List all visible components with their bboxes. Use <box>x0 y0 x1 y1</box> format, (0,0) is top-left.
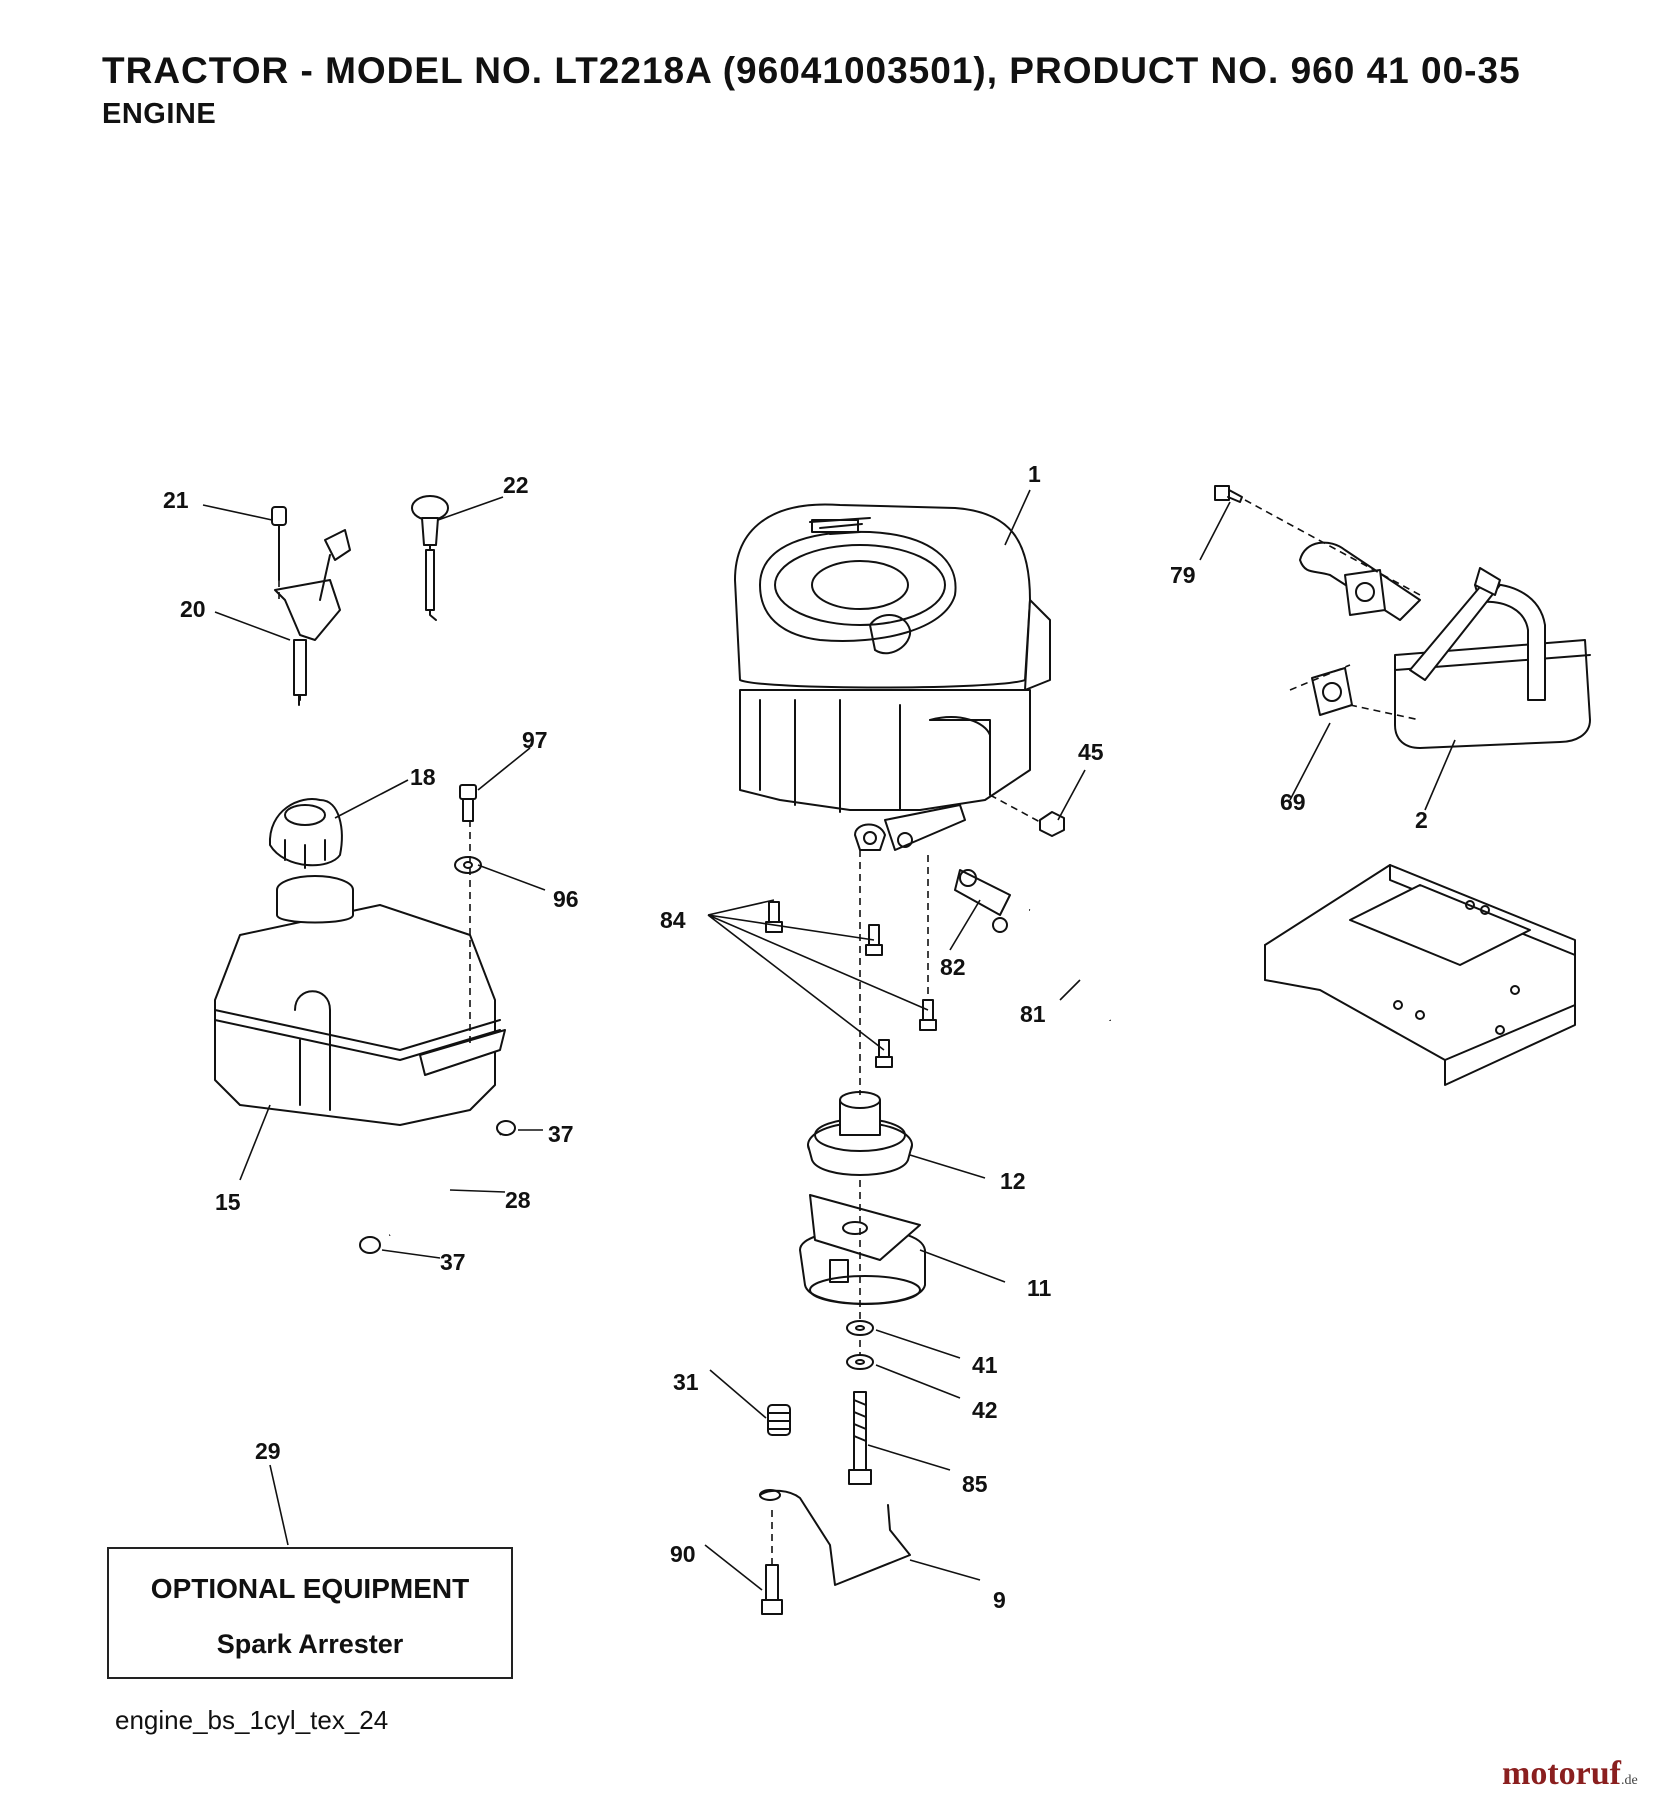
page-title: TRACTOR - MODEL NO. LT2218A (96041003501… <box>102 50 1521 91</box>
engine-part <box>734 503 1051 851</box>
callout-84: 84 <box>660 907 686 933</box>
callout-79: 79 <box>1170 562 1196 588</box>
callout-15: 15 <box>215 1189 241 1215</box>
pto-bolt-part <box>848 1391 872 1485</box>
hose-clamp-part-upper <box>496 1120 516 1136</box>
washer-part-42 <box>846 1354 874 1370</box>
callout-42: 42 <box>972 1397 998 1423</box>
pto-clutch-part <box>799 1194 926 1305</box>
callout-29: 29 <box>255 1438 281 1464</box>
exhaust-bolt-part <box>1214 485 1243 503</box>
gasket-part <box>1311 667 1353 716</box>
callout-18: 18 <box>410 764 436 790</box>
callout-81: 81 <box>1020 1001 1046 1027</box>
callout-11: 11 <box>1027 1275 1052 1301</box>
callout-labels: 1 21 22 20 79 45 97 18 96 84 82 81 69 2 … <box>163 461 1428 1613</box>
bracket-bolt-part <box>761 1564 783 1615</box>
throttle-screw-part <box>271 506 287 581</box>
chassis-plate-part <box>1264 864 1576 1086</box>
callout-69: 69 <box>1280 789 1306 815</box>
optional-equipment-item: Spark Arrester <box>216 1629 404 1659</box>
brand-watermark: motoruf.de <box>1502 1755 1638 1793</box>
fuel-tank-screw-part <box>459 784 477 822</box>
callout-85: 85 <box>962 1471 988 1497</box>
washer-part-41 <box>846 1320 874 1336</box>
brand-suffix: .de <box>1620 1773 1638 1788</box>
oil-drain-valve-part <box>954 869 1011 933</box>
optional-equipment-title: OPTIONAL EQUIPMENT <box>150 1573 470 1604</box>
callout-31: 31 <box>673 1369 699 1395</box>
engine-pulley-part <box>807 1091 913 1176</box>
callout-96: 96 <box>553 886 579 912</box>
leader-lines <box>202 489 1456 1591</box>
callout-1: 1 <box>1028 461 1041 487</box>
callout-20: 20 <box>180 596 206 622</box>
hose-clamp-part-lower <box>359 1236 381 1254</box>
fuel-cap-part <box>268 798 343 869</box>
assembly-lines <box>278 499 1421 1565</box>
section-subtitle: ENGINE <box>102 98 217 130</box>
callout-9: 9 <box>993 1587 1006 1613</box>
callout-45: 45 <box>1078 739 1104 765</box>
brand-name: motoruf <box>1502 1755 1621 1792</box>
callout-22: 22 <box>503 472 529 498</box>
callout-12: 12 <box>1000 1168 1026 1194</box>
muffler-part <box>1299 541 1591 749</box>
diagram-reference: engine_bs_1cyl_tex_24 <box>115 1705 389 1735</box>
callout-82: 82 <box>940 954 966 980</box>
fuel-line-part <box>388 1133 503 1238</box>
fuel-tank-part <box>214 875 506 1126</box>
callout-41: 41 <box>972 1352 998 1378</box>
callout-2: 2 <box>1415 807 1428 833</box>
choke-control-part <box>411 495 449 621</box>
callout-37-upper: 37 <box>548 1121 574 1147</box>
fuel-tank-washer-part <box>454 856 482 874</box>
callout-97: 97 <box>522 727 548 753</box>
callout-28: 28 <box>505 1187 531 1213</box>
callout-21: 21 <box>163 487 189 513</box>
nut-part <box>1039 811 1065 837</box>
spacer-part <box>767 1404 791 1436</box>
engine-mount-bolts-part <box>765 901 937 1068</box>
callout-37-lower: 37 <box>440 1249 466 1275</box>
throttle-control-part <box>274 529 351 706</box>
callout-90: 90 <box>670 1541 696 1567</box>
clutch-bracket-part <box>759 1489 911 1586</box>
optional-equipment-box: OPTIONAL EQUIPMENT Spark Arrester <box>107 1547 513 1679</box>
oil-drain-hose-part <box>1028 905 1115 1023</box>
